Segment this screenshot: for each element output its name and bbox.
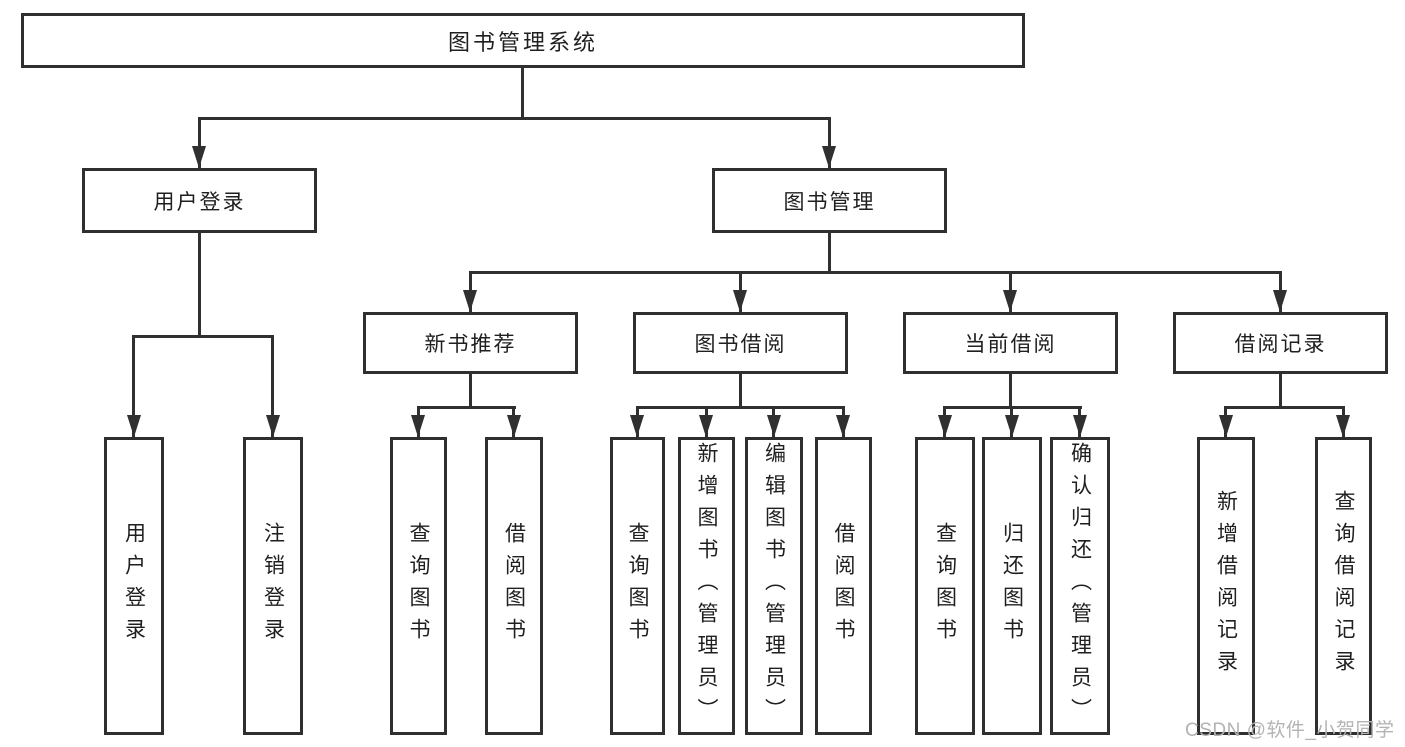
connector-vline: [1279, 374, 1282, 409]
node-leaf-edit-books-admin: 编辑图书（管理员）: [745, 437, 803, 735]
node-leaf-add-books-admin: 新增图书（管理员）: [678, 437, 735, 735]
node-label: 归还图书: [1000, 522, 1024, 650]
node-leaf-query-books: 查询图书: [915, 437, 975, 735]
connector-hline: [636, 406, 845, 409]
arrowhead-down: [699, 415, 713, 437]
arrowhead-down: [127, 415, 141, 437]
connector-vline: [521, 68, 524, 120]
node-leaf-return-books: 归还图书: [982, 437, 1042, 735]
node-label: 新增借阅记录: [1214, 490, 1238, 682]
node-current-borrowing: 当前借阅: [903, 312, 1118, 374]
node-borrowing-records: 借阅记录: [1173, 312, 1388, 374]
arrowhead-down: [938, 415, 952, 437]
node-new-book-recommendation: 新书推荐: [363, 312, 578, 374]
node-label: 借阅图书: [832, 522, 855, 650]
node-label: 查询图书: [933, 522, 957, 650]
node-label: 用户登录: [122, 522, 146, 650]
arrowhead-down: [411, 415, 425, 437]
arrowhead-down: [266, 415, 280, 437]
connector-vline: [198, 117, 201, 168]
connector-vline: [132, 335, 135, 437]
arrowhead-down: [767, 415, 781, 437]
arrowhead-down: [1219, 415, 1233, 437]
arrowhead-down: [1336, 415, 1350, 437]
node-label: 新增图书（管理员）: [695, 442, 718, 730]
node-label: 新书推荐: [424, 333, 517, 356]
arrowhead-down: [630, 415, 644, 437]
node-leaf-logout: 注销登录: [243, 437, 303, 735]
arrowhead-down: [1073, 415, 1087, 437]
node-book-management: 图书管理: [712, 168, 947, 233]
node-label: 用户登录: [153, 190, 246, 214]
node-label: 图书管理系统: [447, 29, 598, 55]
node-label: 图书借阅: [694, 333, 787, 356]
node-leaf-add-borrow-record: 新增借阅记录: [1197, 437, 1255, 735]
arrowhead-down: [192, 146, 206, 168]
connector-hline: [469, 271, 1282, 274]
node-leaf-query-books: 查询图书: [390, 437, 447, 735]
node-label: 注销登录: [261, 522, 285, 650]
arrowhead-down: [836, 415, 850, 437]
node-leaf-query-borrow-record: 查询借阅记录: [1315, 437, 1372, 735]
connector-vline: [828, 233, 831, 274]
connector-vline: [828, 117, 831, 168]
node-leaf-user-login: 用户登录: [104, 437, 164, 735]
node-user-login: 用户登录: [82, 168, 317, 233]
node-label: 借阅图书: [502, 522, 526, 650]
node-leaf-query-books: 查询图书: [610, 437, 665, 735]
arrowhead-down: [1005, 415, 1019, 437]
node-label: 编辑图书（管理员）: [762, 442, 786, 730]
node-library-management-system: 图书管理系统: [21, 13, 1025, 68]
node-label: 查询图书: [626, 522, 649, 650]
connector-hline: [417, 406, 516, 409]
node-book-borrowing: 图书借阅: [633, 312, 848, 374]
arrowhead-down: [822, 146, 836, 168]
node-leaf-borrow-books: 借阅图书: [815, 437, 872, 735]
node-label: 确认归还（管理员）: [1068, 442, 1092, 730]
node-leaf-confirm-return-admin: 确认归还（管理员）: [1050, 437, 1110, 735]
arrowhead-down: [507, 415, 521, 437]
node-leaf-borrow-books: 借阅图书: [485, 437, 543, 735]
arrowhead-down: [1003, 290, 1017, 312]
node-label: 图书管理: [783, 190, 876, 214]
connector-hline: [198, 117, 831, 120]
arrowhead-down: [733, 290, 747, 312]
connector-vline: [271, 335, 274, 437]
connector-vline: [739, 374, 742, 409]
node-label: 借阅记录: [1234, 333, 1327, 356]
node-label: 查询借阅记录: [1332, 490, 1355, 682]
csdn-watermark: CSDN @软件_小贺同学: [1185, 720, 1395, 741]
connector-hline: [132, 335, 274, 338]
connector-vline: [469, 374, 472, 409]
node-label: 当前借阅: [964, 333, 1057, 356]
arrowhead-down: [463, 290, 477, 312]
node-label: 查询图书: [407, 522, 430, 650]
connector-hline: [1224, 406, 1345, 409]
arrowhead-down: [1273, 290, 1287, 312]
connector-vline: [1009, 374, 1012, 409]
connector-vline: [198, 233, 201, 338]
